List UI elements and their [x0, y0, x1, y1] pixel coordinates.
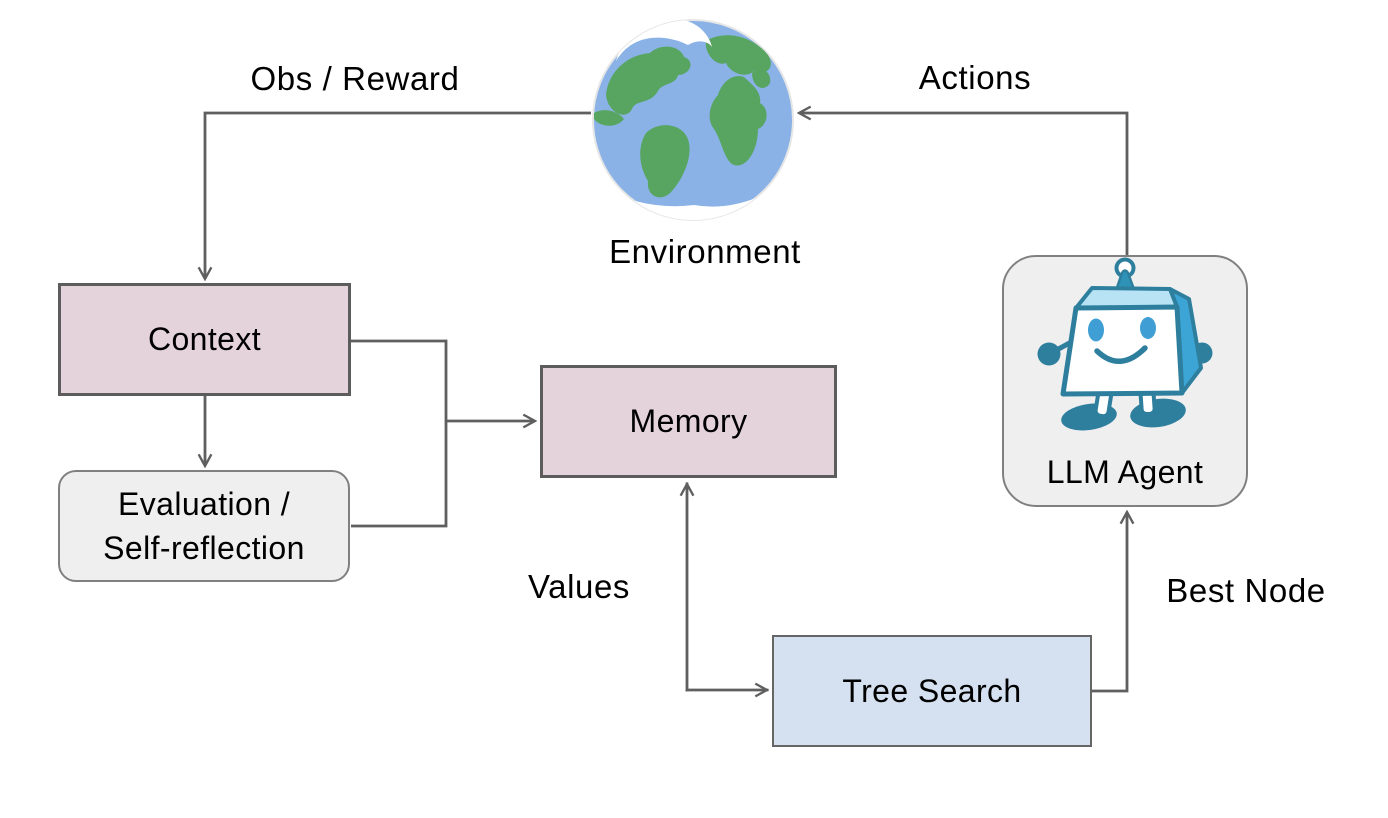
- robot-eyes: [1088, 317, 1156, 342]
- memory-label: Memory: [629, 403, 748, 439]
- edge-label-values: Values: [527, 568, 631, 605]
- edge-merge-to-memory-line: [351, 339, 448, 528]
- tree-search-label: Tree Search: [842, 672, 1022, 709]
- evaluation-label-line2: Self-reflection: [103, 530, 305, 566]
- node-evaluation-self-reflection: Evaluation / Self-reflection: [58, 470, 350, 582]
- llm-agent-label: LLM Agent: [1046, 454, 1204, 490]
- evaluation-label-line1: Evaluation /: [117, 486, 291, 522]
- robot-smile: [1094, 345, 1148, 364]
- edge-label-best-node: Best Node: [1166, 572, 1326, 609]
- node-context: Context: [58, 283, 351, 396]
- edge-actions-line: [799, 113, 1129, 255]
- earth-globe-icon: [592, 19, 794, 221]
- context-label: Context: [147, 321, 262, 357]
- environment-label: Environment: [609, 233, 801, 270]
- node-tree-search: Tree Search: [772, 635, 1092, 747]
- globe-continents: [594, 35, 771, 198]
- edge-obs-reward-line: [205, 111, 591, 279]
- edge-label-actions: Actions: [918, 59, 1032, 96]
- edge-label-obs-reward: Obs / Reward: [250, 60, 460, 97]
- node-memory: Memory: [540, 365, 837, 478]
- robot-mascot-icon: [1037, 257, 1213, 431]
- edge-best-node-line: [1092, 512, 1127, 693]
- robot-front-face: [1060, 304, 1185, 397]
